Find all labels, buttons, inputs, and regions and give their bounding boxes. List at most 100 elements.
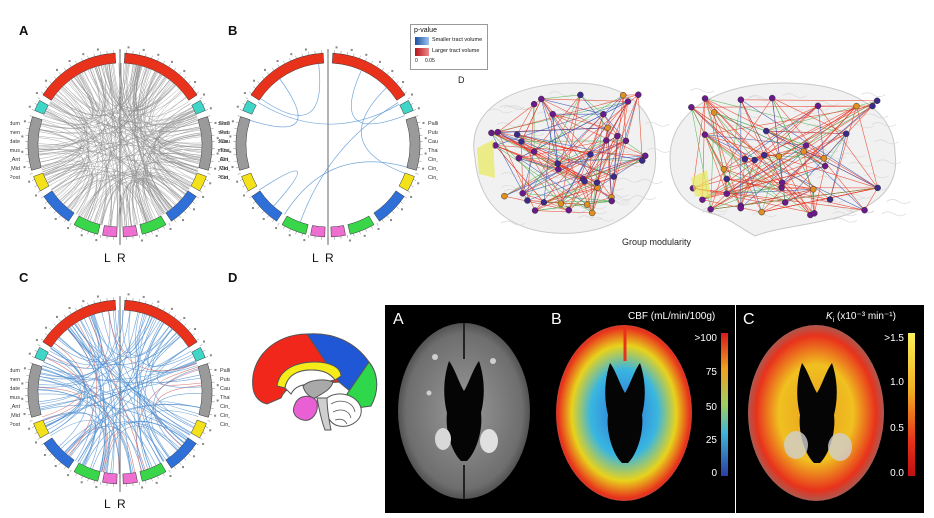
chord-link: [149, 77, 201, 161]
network-edge: [504, 135, 618, 197]
network-edge: [805, 105, 857, 146]
chord-diagram-c: PallidumPallidumPutamenPutamenCaudateCau…: [10, 293, 230, 492]
network-node: [530, 148, 538, 155]
chord-label-mark: [236, 180, 239, 183]
chord-tick: [283, 61, 285, 64]
network-node: [802, 142, 810, 149]
chord-segment-parietal-left: [43, 437, 75, 469]
network-node: [720, 165, 728, 173]
chord-tick: [404, 91, 407, 94]
gyrus-texture: [638, 179, 663, 184]
chord-tick: [210, 128, 214, 130]
chord-link: [153, 368, 199, 451]
chord-region-label-left: Pallidum: [10, 368, 20, 374]
network-edge: [541, 94, 581, 100]
chord-label-mark: [23, 413, 26, 416]
chord-tick: [239, 109, 243, 111]
chord-tick: [261, 76, 265, 79]
cbf-tick-2: 50: [705, 402, 717, 413]
chord-link: [138, 328, 173, 469]
network-edge: [704, 98, 725, 170]
chord-label-mark: [335, 46, 338, 49]
chord-tick: [283, 226, 285, 229]
network-node: [800, 148, 807, 155]
mri-panel-flair: A: [385, 305, 544, 513]
chord-label-mark: [203, 93, 206, 96]
chord-tick: [196, 91, 199, 94]
network-node: [600, 110, 607, 118]
chord-tick: [266, 215, 270, 218]
network-edge: [560, 154, 591, 204]
chord-tick: [205, 109, 209, 111]
chord-label-mark: [276, 59, 279, 62]
network-edge: [766, 130, 811, 216]
chord-link: [159, 132, 202, 172]
chord-link: [38, 136, 202, 152]
legend-scale-min: 0: [415, 58, 418, 64]
network-edge: [522, 151, 535, 194]
chord-link: [79, 320, 101, 466]
network-edge: [702, 100, 878, 200]
chord-link: [94, 66, 169, 212]
chord-link: [79, 311, 139, 464]
chord-tick: [151, 231, 153, 235]
cbf-tick-0: >100: [694, 333, 717, 344]
chord-tick: [87, 55, 89, 59]
chord-label-mark: [170, 307, 173, 310]
chord-label-mark: [21, 382, 24, 385]
network-node: [723, 190, 731, 197]
chord-link: [94, 63, 113, 224]
chord-tick: [199, 97, 203, 100]
chord-link: [38, 365, 81, 405]
network-edge: [495, 101, 629, 146]
network-edge: [603, 114, 618, 137]
chord-link: [67, 328, 110, 474]
chord-link: [89, 171, 191, 222]
chord-link: [120, 180, 172, 228]
chord-link: [54, 314, 148, 363]
panel-letter-b: B: [228, 23, 238, 38]
ki-colorbar-title: Ki (x10⁻³ min⁻¹): [826, 311, 896, 324]
chord-label-mark: [303, 239, 306, 242]
chord-link: [122, 310, 170, 356]
module-highlight-yellow: [691, 170, 711, 198]
chord-tick: [301, 233, 303, 237]
chord-tick: [168, 311, 171, 315]
chord-tick: [386, 72, 390, 75]
chord-link: [83, 71, 199, 170]
panel-letter-c: C: [19, 270, 29, 285]
chord-label-mark: [262, 217, 265, 220]
network-edge: [590, 114, 604, 155]
chord-tick: [157, 475, 159, 479]
chord-tick: [417, 167, 421, 169]
chord-tick: [235, 167, 239, 169]
chord-tick: [192, 86, 195, 89]
network-node: [723, 175, 731, 183]
chord-region-label-left: Cin_Mid: [218, 166, 228, 172]
chord-link: [42, 411, 96, 466]
chord-region-label-right: Cin_Post: [220, 422, 230, 428]
chord-tick: [173, 315, 177, 318]
chord-link: [108, 63, 148, 223]
chord-label-mark: [183, 70, 186, 73]
chord-label-mark: [216, 137, 219, 140]
chord-tick: [63, 219, 67, 222]
chord-link: [52, 98, 201, 133]
chord-label-mark: [21, 150, 24, 153]
chord-tick: [29, 420, 33, 422]
chord-segment-insula-right: [191, 100, 206, 115]
chord-link: [83, 118, 198, 219]
chord-label-mark: [96, 295, 99, 298]
chord-link: [39, 374, 201, 408]
chord-tick: [205, 356, 209, 358]
chord-tick: [365, 228, 367, 232]
chord-link: [64, 425, 145, 471]
chord-tick: [209, 368, 213, 370]
network-node: [624, 98, 632, 105]
chord-segment-frontal-right: [332, 52, 406, 101]
network-edge: [560, 187, 598, 204]
chord-tick: [75, 226, 77, 229]
network-edge: [603, 114, 627, 142]
chord-segment-parietal-left: [43, 190, 75, 222]
chord-label-mark: [28, 352, 31, 355]
